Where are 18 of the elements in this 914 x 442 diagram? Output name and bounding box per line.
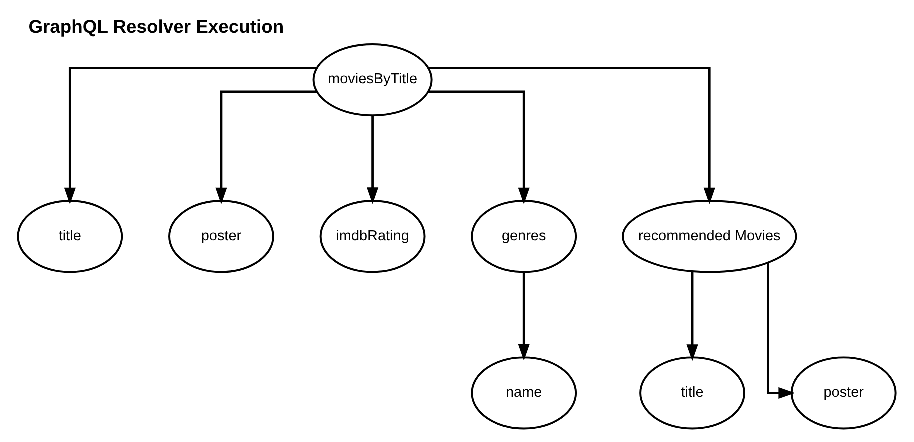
diagram-title: GraphQL Resolver Execution <box>28 15 284 36</box>
arrow <box>216 90 318 204</box>
node-ellipse: moviesByTitle <box>312 43 433 116</box>
arrow <box>518 272 530 360</box>
node-ellipse: genres <box>471 200 578 273</box>
node-ellipse: poster <box>790 356 897 430</box>
node-ellipse: title <box>17 200 124 273</box>
arrow <box>64 66 318 204</box>
node-ellipse: title <box>640 356 746 430</box>
node-ellipse: recommended Movies <box>622 200 798 273</box>
node-ellipse: name <box>471 356 578 430</box>
arrow <box>686 271 698 361</box>
arrow <box>428 66 716 204</box>
arrow <box>767 262 796 399</box>
node-ellipse: poster <box>168 200 274 273</box>
arrow <box>366 115 379 204</box>
node-ellipse: imdbRating <box>320 200 426 273</box>
arrow <box>428 90 530 204</box>
